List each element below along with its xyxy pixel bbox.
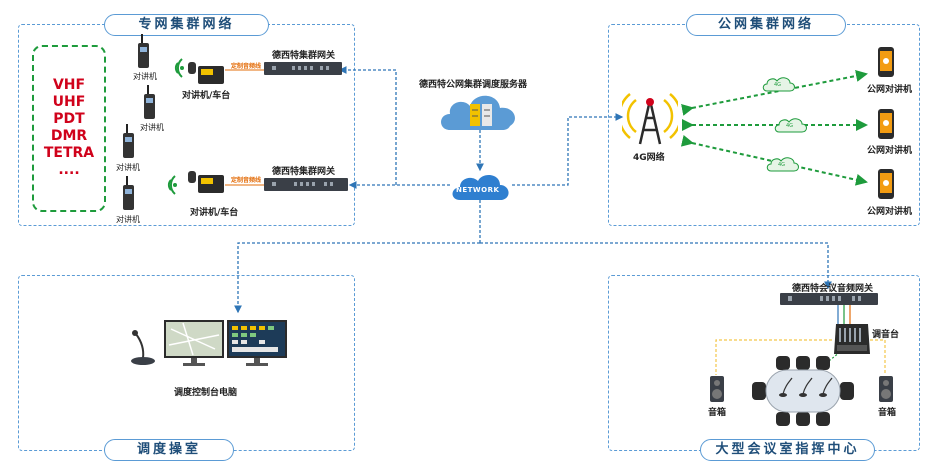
trunking-gateway-icon <box>264 62 342 75</box>
dispatch-server-label: 德西特公网集群调度服务器 <box>419 80 528 90</box>
standard-vhf: VHF <box>52 77 86 93</box>
public-radio-phone-icon <box>878 47 894 77</box>
monitor-icon <box>227 320 287 366</box>
handheld-radio-label: 对讲机 <box>140 123 164 132</box>
handheld-radio-icon <box>123 124 134 158</box>
standard-uhf: UHF <box>52 94 86 110</box>
standard-more: .... <box>58 162 80 178</box>
public-network-title: 公网集群网络 <box>686 14 846 36</box>
desk-microphone-icon <box>131 330 155 365</box>
4g-cloud-tag: 4G <box>786 123 794 129</box>
radio-standards-box: VHF UHF PDT DMR TETRA .... <box>32 45 106 212</box>
mixer-icon <box>834 324 870 354</box>
trunking-gateway-label: 德西特集群网关 <box>272 167 336 177</box>
4g-cloud-icon <box>766 157 799 172</box>
vehicle-radio-label: 对讲机/车台 <box>182 91 231 101</box>
network-label: NETWORK <box>456 186 500 194</box>
conference-table-icon <box>752 356 854 426</box>
handheld-radio-icon <box>144 85 155 119</box>
public-radio-label: 公网对讲机 <box>867 146 913 156</box>
standard-tetra: TETRA <box>43 145 95 161</box>
standard-dmr: DMR <box>50 128 88 144</box>
handheld-radio-icon <box>123 176 134 210</box>
speaker-icon <box>879 376 893 402</box>
base-station-icon <box>622 93 678 145</box>
vehicle-radio-icon <box>188 171 224 193</box>
audio-cable-tag: 定制音频线 <box>231 63 262 70</box>
public-radio-phone-icon <box>878 109 894 139</box>
public-radio-label: 公网对讲机 <box>867 207 913 217</box>
speaker-label: 音箱 <box>878 408 897 418</box>
dispatch-room-title: 调度操室 <box>104 439 234 461</box>
public-radio-phone-icon <box>878 169 894 199</box>
handheld-radio-label: 对讲机 <box>133 72 157 81</box>
trunking-gateway-label: 德西特集群网关 <box>272 51 336 61</box>
speaker-label: 音箱 <box>708 408 727 418</box>
monitor-icon <box>164 320 224 366</box>
handheld-radio-icon <box>138 34 149 68</box>
public-radio-label: 公网对讲机 <box>867 85 913 95</box>
vehicle-radio-label: 对讲机/车台 <box>190 208 239 218</box>
4g-cloud-icon <box>774 118 807 133</box>
conference-gateway-label: 德西特会议音频网关 <box>792 284 874 294</box>
base-station-label: 4G网络 <box>633 153 665 163</box>
4g-cloud-tag: 4G <box>778 162 786 168</box>
handheld-radio-label: 对讲机 <box>116 215 140 224</box>
4g-cloud-icon <box>762 77 795 92</box>
mixer-label: 调音台 <box>872 330 900 340</box>
handheld-radio-label: 对讲机 <box>116 163 140 172</box>
conference-center-title: 大型会议室指挥中心 <box>700 439 875 461</box>
trunking-gateway-icon <box>264 178 348 191</box>
wireless-signal-icon <box>174 58 184 78</box>
dispatch-console-label: 调度控制台电脑 <box>174 388 238 398</box>
standard-pdt: PDT <box>53 111 85 127</box>
speaker-icon <box>710 376 724 402</box>
vehicle-radio-icon <box>188 62 224 84</box>
audio-cable-tag: 定制音频线 <box>231 177 262 184</box>
server-cloud-icon <box>441 95 515 130</box>
conference-gateway-icon <box>780 293 878 305</box>
network-cloud-icon <box>452 175 509 200</box>
4g-cloud-tag: 4G <box>774 82 782 88</box>
private-network-title: 专网集群网络 <box>104 14 269 36</box>
wireless-signal-icon <box>167 175 177 195</box>
